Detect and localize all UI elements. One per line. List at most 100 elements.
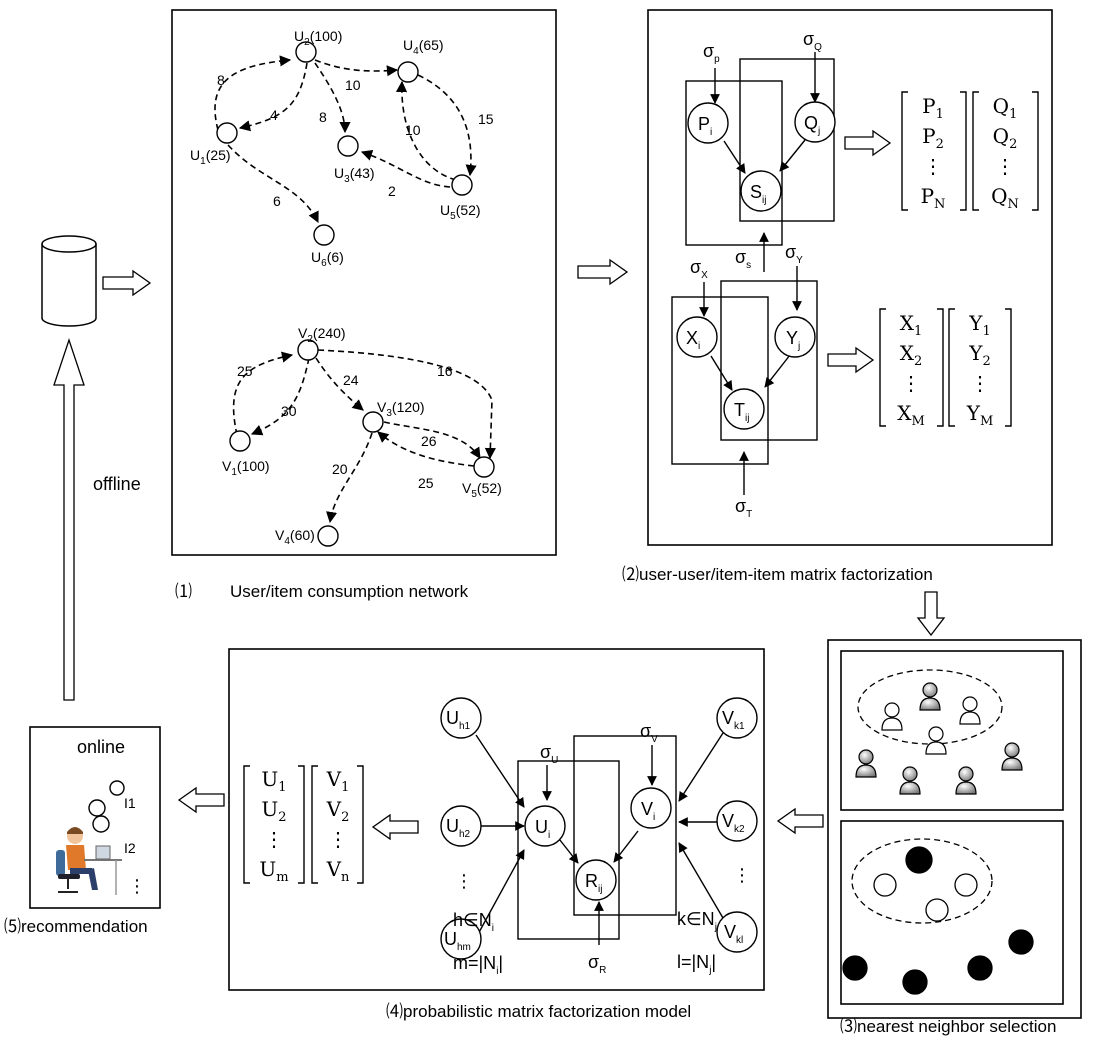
person-icon: [900, 767, 920, 794]
node-u1: [217, 123, 237, 143]
online-label: online: [77, 737, 125, 757]
matrix-entry: ⋮: [264, 827, 284, 851]
label-u3: U3(43): [334, 165, 375, 185]
database-icon: [42, 236, 96, 326]
nearest-neighbor-panel: [828, 640, 1081, 1018]
edge-u1-u2: [215, 60, 290, 130]
neighbor-item-dot: [843, 956, 867, 980]
matrix-entry: Y1: [968, 311, 990, 339]
matrix-entry: ⋮: [923, 154, 943, 178]
db-to-network-arrow: [103, 271, 150, 295]
offline-label: offline: [93, 474, 141, 494]
sigma-t: σT: [735, 496, 752, 520]
weight-u2-u3: 8: [319, 109, 327, 125]
label-u1: U1(25): [190, 147, 231, 167]
matrix-entry: ⋮: [901, 371, 921, 395]
neighbor-item-dot: [968, 956, 992, 980]
item-node-labels: V2(240) V1(100) V3(120) V5(52) V4(60): [222, 325, 502, 547]
v-neighbor-ellipsis: ⋮: [733, 865, 751, 885]
edge-u1-u6: [228, 145, 318, 222]
matrix-entry: Vn: [326, 857, 350, 885]
consumption-network-caption-number: ⑴: [175, 582, 192, 601]
edge-u5-u3: [362, 152, 450, 187]
matrix-entry: X1: [900, 311, 923, 339]
matrix-y: Y1Y2⋮ YM: [949, 309, 1011, 429]
edge-u4-u5: [418, 75, 471, 175]
user-neighbor-icons: [856, 683, 1022, 794]
mf-output-arrow-lower: [828, 348, 873, 372]
label-v1: V1(100): [222, 458, 270, 478]
matrix-entry: V2: [326, 797, 350, 825]
weight-v3-v4: 20: [332, 461, 348, 477]
weight-u2-u1: 4: [270, 107, 278, 123]
sigma-q: σQ: [803, 29, 822, 53]
weight-v1-v2: 25: [237, 363, 253, 379]
matrix-entry: Y2: [968, 341, 990, 369]
node-v5: [474, 457, 494, 477]
matrix-entry: YM: [966, 401, 994, 429]
weight-u1-u6: 6: [273, 193, 281, 209]
matrix-entry: U2: [261, 797, 286, 825]
matrix-entry: ⋮: [995, 154, 1015, 178]
weight-u1-u2: 8: [217, 72, 225, 88]
weight-v3-v5: 26: [421, 433, 437, 449]
node-u4: [398, 62, 418, 82]
neighbor-item-dot: [906, 847, 932, 873]
matrix-factorization-panel: [648, 10, 1052, 545]
matrix-entry: ⋮: [970, 371, 990, 395]
sigma-u: σU: [540, 742, 558, 766]
pmf-to-recommendation-arrow: [179, 788, 224, 812]
l-eq-nj: l=|Nj|: [677, 952, 716, 976]
matrix-entry: U1: [261, 767, 286, 795]
person-icon: [1002, 743, 1022, 770]
network-to-mf-arrow: [578, 260, 627, 284]
recommendation-caption: ⑸recommendation: [4, 917, 148, 936]
consumption-network-caption: User/item consumption network: [230, 582, 469, 601]
weight-u5-u3: 2: [388, 183, 396, 199]
label-u5: U5(52): [440, 202, 481, 222]
user-at-computer-icon: [56, 827, 122, 895]
k-in-nj: k∈Nj: [677, 909, 717, 933]
node-u6: [314, 225, 334, 245]
matrix-entry: P2: [922, 124, 944, 152]
label-u6: U6(6): [311, 249, 344, 269]
user-network-nodes: [217, 42, 472, 245]
nn-to-pmf-arrow: [778, 809, 823, 833]
matrix-entry: PN: [921, 184, 946, 212]
item-i2-label: I2: [124, 840, 136, 856]
person-icon: [926, 727, 946, 754]
edge-v3-v4: [330, 433, 372, 522]
node-v-kl: [717, 912, 757, 952]
neighbor-item-dot: [1009, 930, 1033, 954]
user-node-labels: U2(100) U4(65) U1(25) U3(43) U5(52) U6(6…: [190, 28, 481, 269]
label-u4: U4(65): [403, 37, 444, 57]
sigma-v: σV: [640, 721, 658, 745]
item-network-edges: [234, 350, 492, 522]
weight-u5-u4: 10: [405, 122, 421, 138]
person-icon: [956, 767, 976, 794]
matrix-entry: Um: [259, 857, 288, 885]
candidate-item-dot: [926, 899, 948, 921]
pmf-constraints: h∈Ni m=|Ni| k∈Nj l=|Nj|: [453, 909, 717, 977]
person-icon: [856, 750, 876, 777]
item-ellipsis: ⋮: [128, 876, 146, 896]
candidate-item-dot: [955, 874, 977, 896]
matrix-entry: P1: [922, 94, 944, 122]
item-network-nodes: [230, 340, 494, 546]
pmf-to-matrices-arrow: [373, 815, 418, 839]
item-i1-label: I1: [124, 795, 136, 811]
sigma-s: σs: [735, 247, 751, 271]
label-v4: V4(60): [275, 527, 315, 547]
matrix-x: X1X2⋮XM: [880, 309, 943, 429]
item-neighbor-dots: [843, 847, 1033, 994]
u-neighbor-ellipsis: ⋮: [455, 871, 473, 891]
matrix-entry: V1: [326, 767, 350, 795]
edge-u2-u4: [315, 60, 397, 71]
nearest-neighbor-caption: ⑶nearest neighbor selection: [840, 1017, 1056, 1036]
mf-to-nn-arrow: [918, 592, 944, 635]
weight-u2-u4: 10: [345, 77, 361, 93]
matrix-u: U1U2⋮ Um: [244, 766, 304, 885]
candidate-item-dot: [874, 874, 896, 896]
